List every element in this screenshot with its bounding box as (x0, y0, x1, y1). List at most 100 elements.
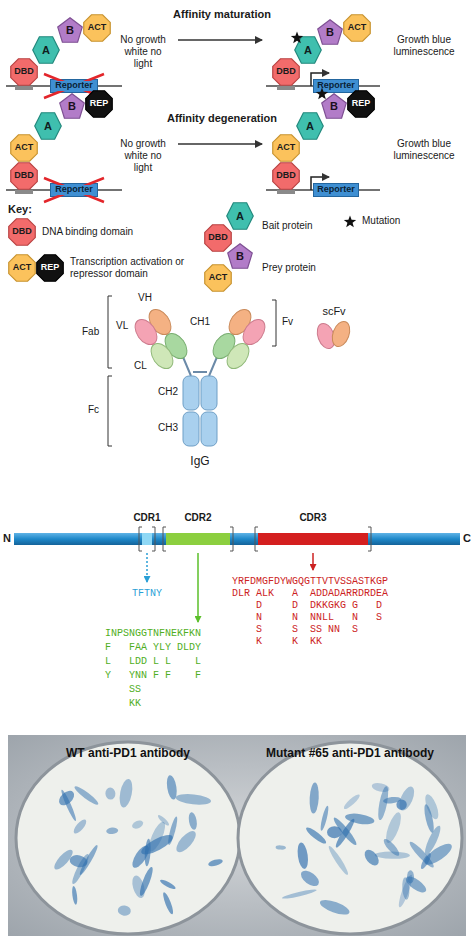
activation-domain: ACT (343, 14, 371, 42)
hinge (183, 357, 217, 376)
dbd-domain-outline (11, 59, 38, 86)
dbd-domain: DBD (10, 162, 38, 190)
activation-domain-outline (344, 15, 371, 42)
colony-streak (131, 819, 145, 830)
petri-dish (16, 742, 240, 934)
bait-protein: A (32, 36, 60, 64)
bracket (272, 300, 276, 346)
dbd-domain-outline (11, 163, 38, 190)
dbd-domain: DBD (204, 224, 232, 252)
bracket (108, 376, 112, 446)
node-label: A (44, 120, 52, 132)
bracket (139, 527, 155, 551)
node-label: DBD (276, 67, 296, 77)
colony-streak (173, 828, 199, 855)
activation-domain: ACT (10, 134, 38, 162)
binding-site (277, 86, 295, 90)
colony-streak (207, 858, 223, 868)
label-text: CDR1 (133, 512, 160, 524)
ch3-domain (183, 412, 199, 446)
reporter-rect (314, 184, 359, 197)
label-text: Fab (82, 326, 99, 338)
label-text: C (463, 532, 471, 545)
vl-domain (239, 315, 270, 348)
activation-domain-outline (205, 265, 232, 292)
colony-streak (423, 793, 441, 821)
label-text: Growth blue luminescence (384, 34, 464, 58)
sequence-text: YRFDMGFDYWGQGTTVTVSSASTKGP (232, 576, 388, 587)
node-label: B (326, 26, 334, 38)
label-text: scFv (322, 305, 345, 318)
dbd-domain: DBD (272, 162, 300, 190)
prey-protein: B (227, 243, 253, 269)
activation-domain: ACT (8, 254, 36, 282)
bait-protein: A (34, 112, 62, 140)
node-label: ACT (209, 273, 228, 283)
colony-streak (281, 888, 317, 900)
colony-streak (117, 905, 131, 917)
sequence-text: L LDD L L L (105, 656, 201, 667)
colony-streak (130, 874, 147, 899)
colony-streak (304, 825, 328, 845)
leader-line (146, 553, 148, 582)
colony-streak (362, 847, 382, 868)
colony-group (52, 775, 455, 918)
activation-domain-outline (273, 135, 300, 162)
node-label: DBD (276, 171, 296, 181)
reporter-box: Reporter (313, 79, 359, 93)
node-label: A (304, 44, 312, 56)
sequence-text: S S SS NN S (256, 624, 358, 635)
prey-protein: B (57, 17, 83, 43)
binding-site (277, 190, 295, 194)
bait-protein-outline (295, 37, 322, 64)
sequence-text: TFTNY (132, 588, 162, 599)
label-text: CH1 (190, 316, 210, 328)
cdr2-segment (166, 533, 230, 545)
colony-streak (161, 891, 174, 915)
colony-streak (344, 812, 375, 826)
sequence-text: Y YNN F F F (105, 670, 201, 681)
process-arrow (178, 39, 262, 41)
label-text: Transcription activation or repressor do… (70, 256, 200, 280)
colony-streak (422, 840, 455, 868)
blocked-cross (44, 178, 104, 202)
binding-site (15, 190, 33, 194)
prey-protein-outline (322, 94, 347, 119)
scfv-vh (329, 319, 353, 349)
bait-protein: A (296, 112, 324, 140)
node-label: A (42, 44, 50, 56)
colony-streak (118, 778, 135, 809)
photo-background (8, 735, 466, 936)
colony-streak (159, 878, 177, 890)
label-text: Affinity degeneration (167, 112, 277, 125)
node-label: DBD (208, 233, 228, 243)
sequence-text: DLR ALK A ADDADARRDRDEA (232, 588, 388, 599)
cdr3-segment (258, 533, 368, 545)
activation-domain-outline (9, 255, 36, 282)
colony-streak (342, 793, 361, 811)
bait-protein-outline (35, 113, 62, 140)
bracket (255, 527, 371, 551)
colony-streak (165, 775, 178, 801)
dbd-domain: DBD (8, 218, 36, 246)
node-label: REP (90, 99, 109, 109)
node-label: B (66, 24, 74, 36)
label-text: CH3 (158, 422, 178, 434)
dbd-domain-outline (273, 59, 300, 86)
bait-protein-outline (227, 203, 254, 230)
label-text: DNA binding domain (42, 226, 133, 238)
reporter-rect (51, 80, 98, 93)
label-text: No growth white no light (116, 34, 170, 70)
mutation-star (344, 216, 356, 228)
activation-domain: ACT (204, 264, 232, 292)
repressor-domain: REP (85, 90, 113, 118)
vl-domain (131, 315, 162, 348)
repressor-domain-outline (37, 255, 64, 282)
label-text: VH (138, 292, 152, 304)
label-text: Growth blue luminescence (384, 138, 464, 162)
node-label: ACT (15, 143, 34, 153)
colony-streak (403, 874, 428, 896)
label-text: Bait protein (262, 220, 313, 232)
label-text: Key: (8, 203, 32, 216)
